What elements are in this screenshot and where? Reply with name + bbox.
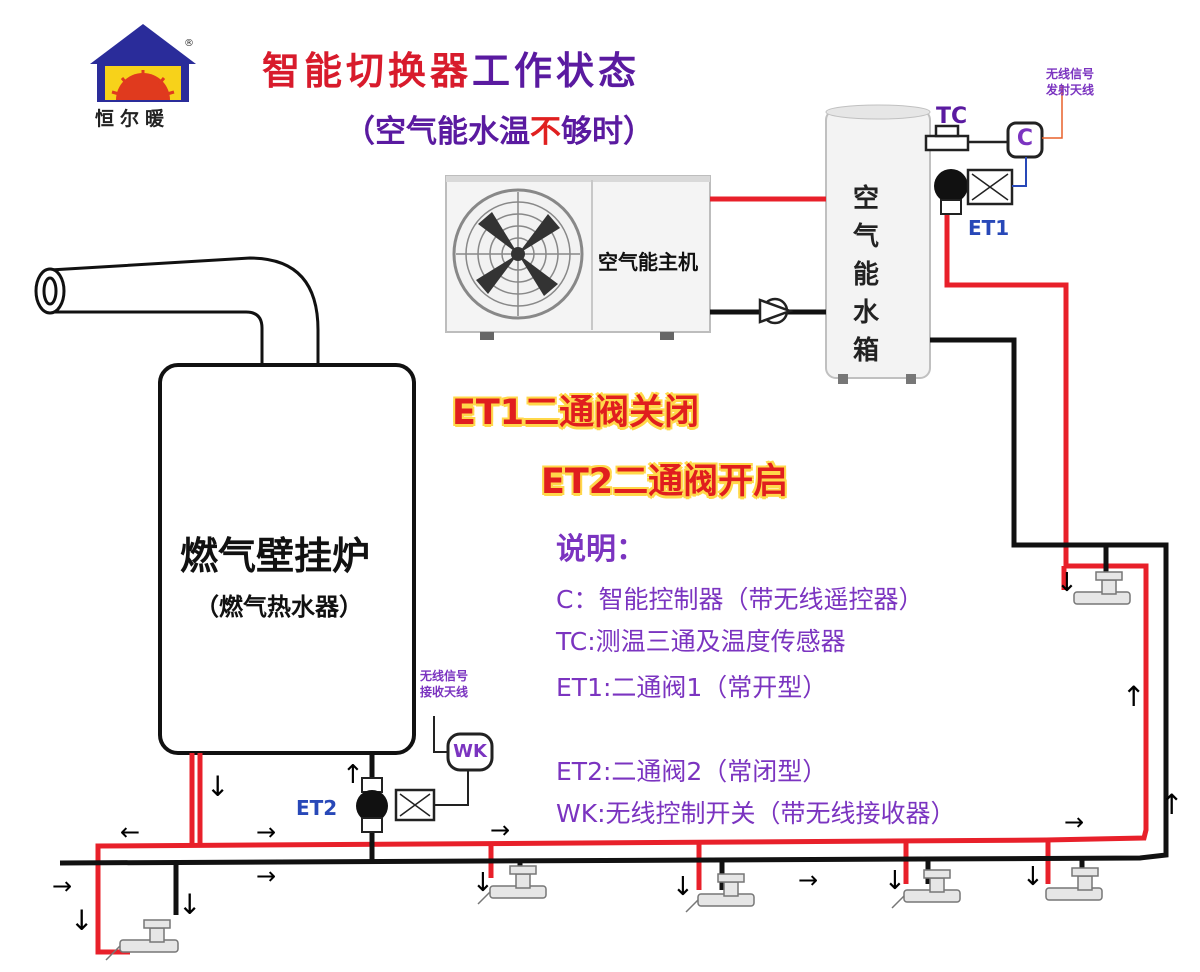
flow-arrow-right: → [1064,808,1085,836]
registered-mark: ® [184,38,194,49]
page-title: 智能切换器工作状态 [262,40,640,95]
note-item: C：智能控制器（带无线遥控器） [556,585,924,614]
title-part-b: 工作状态 [472,49,641,93]
faucet-icons [105,571,1131,961]
note-item: WK:无线控制开关（带无线接收器） [556,799,956,828]
flow-arrow-right: → [256,818,277,846]
flow-arrow-down: ↓ [206,770,230,803]
wk-label: WK [453,741,487,762]
et2-label: ET2 [296,796,338,820]
antenna-line: 发射天线 [1046,83,1095,97]
flow-arrow-up: ↑ [342,760,364,790]
tank-char: 水 [852,298,879,328]
flow-arrow-down: ↓ [70,904,94,937]
antenna-line: 无线信号 [420,669,469,683]
note-item: ET2:二通阀2（常闭型） [556,757,828,786]
boiler-subtitle: （燃气热水器） [195,593,363,621]
tank-char: 能 [852,260,879,290]
receive-antenna-label: 无线信号 接收天线 [420,668,468,700]
c-label: C [1016,126,1034,151]
tank-char: 气 [852,222,879,252]
logo-name: 恒尔暖 [95,108,171,130]
flow-arrow-left: ← [120,818,141,846]
boiler-title: 燃气壁挂炉 [180,534,371,578]
gas-boiler [158,363,416,755]
flow-arrow-down: ↓ [178,888,202,921]
heat-pump-unit [445,175,711,340]
flow-arrow-up: ↑ [1160,788,1184,821]
circulation-pump-icon [758,297,794,325]
et2-valve [356,770,469,833]
page-subtitle: （空气能水温不够时） [344,106,654,151]
tank-char: 空 [852,184,879,214]
flow-arrow-down: ↓ [884,866,906,896]
flow-arrow-right: → [256,862,277,890]
water-tank [825,104,931,384]
transmit-antenna-label: 无线信号 发射天线 [1046,66,1094,98]
subtitle-prefix: （空气能水温 [344,114,530,150]
et2-status: ET2二通阀开启 [541,462,789,502]
et1-valve [934,157,1027,215]
flow-arrow-right: → [52,872,73,900]
flow-arrow-right: → [798,866,819,894]
wk-switch [433,716,494,772]
boiler-flue [34,256,320,374]
note-item: ET1:二通阀1（常开型） [556,673,828,702]
antenna-line: 无线信号 [1046,67,1095,81]
title-part-a: 智能切换器 [262,49,473,93]
et1-status: ET1二通阀关闭 [452,393,700,433]
notes-title: 说明： [556,532,646,567]
flow-arrow-down: ↓ [672,872,694,902]
flow-arrow-down: ↓ [472,868,494,898]
tc-sensor [924,124,1008,152]
tc-label: TC [936,104,968,129]
heat-pump-label: 空气能主机 [598,250,698,274]
tank-char: 箱 [852,336,879,366]
flow-arrow-up: ↑ [1122,680,1146,713]
flow-arrow-down: ↓ [1022,862,1044,892]
note-item: TC:测温三通及温度传感器 [556,627,846,656]
subtitle-suffix: 够时） [561,114,654,150]
logo-icon [90,24,196,102]
antenna-line: 接收天线 [420,685,469,699]
et1-label: ET1 [968,216,1010,240]
flow-arrow-right: → [490,816,511,844]
tank-label: 空 气 能 水 箱 [846,180,886,370]
flow-arrow-down: ↓ [1056,568,1078,598]
subtitle-highlight: 不 [530,114,561,150]
